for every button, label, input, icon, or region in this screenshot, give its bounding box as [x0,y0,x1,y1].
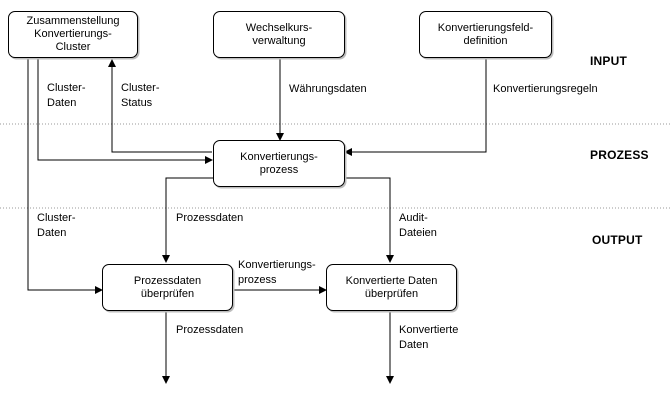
arrow-fielddef-to-conversion [344,58,487,156]
zone-label-process: PROZESS [590,148,649,162]
box-conversion-process: Konvertierungs- prozess [213,140,345,187]
label-currency-data: Währungsdaten [289,83,367,95]
label-process-data-bottom: Prozessdaten [176,324,244,336]
zone-label-input: INPUT [590,54,627,68]
label-cluster-data-bottom: Cluster- Daten [37,212,76,239]
label-cluster-status: Cluster- Status [121,82,160,109]
arrow-conversion-to-check-process [162,177,214,263]
box-exchange-rate-management: Wechselkurs- verwaltung [213,11,345,58]
arrow-cluster-to-check-process [27,58,103,294]
label-converted-data: Konvertierte Daten [399,324,459,351]
arrow-conversion-to-check-converted [345,177,394,263]
box-check-process-data: Prozessdaten überprüfen [102,264,233,311]
arrow-conversion-to-cluster-status [108,59,212,153]
label-process-data-top: Prozessdaten [176,212,244,224]
arrow-cluster-to-conversion [37,58,213,164]
box-check-converted-data: Konvertierte Daten überprüfen [326,264,457,311]
label-cluster-data-top: Cluster- Daten [47,82,86,109]
box-conversion-field-definition: Konvertierungsfeld- definition [419,11,552,58]
label-audit-files: Audit- Dateien [399,212,437,239]
zone-label-output: OUTPUT [592,233,643,247]
label-conversion-rules: Konvertierungsregeln [493,83,598,95]
label-conversion-process-flow: Konvertierungs- prozess [238,259,316,286]
box-cluster-assembly: Zusammenstellung Konvertierungs- Cluster [8,11,138,58]
